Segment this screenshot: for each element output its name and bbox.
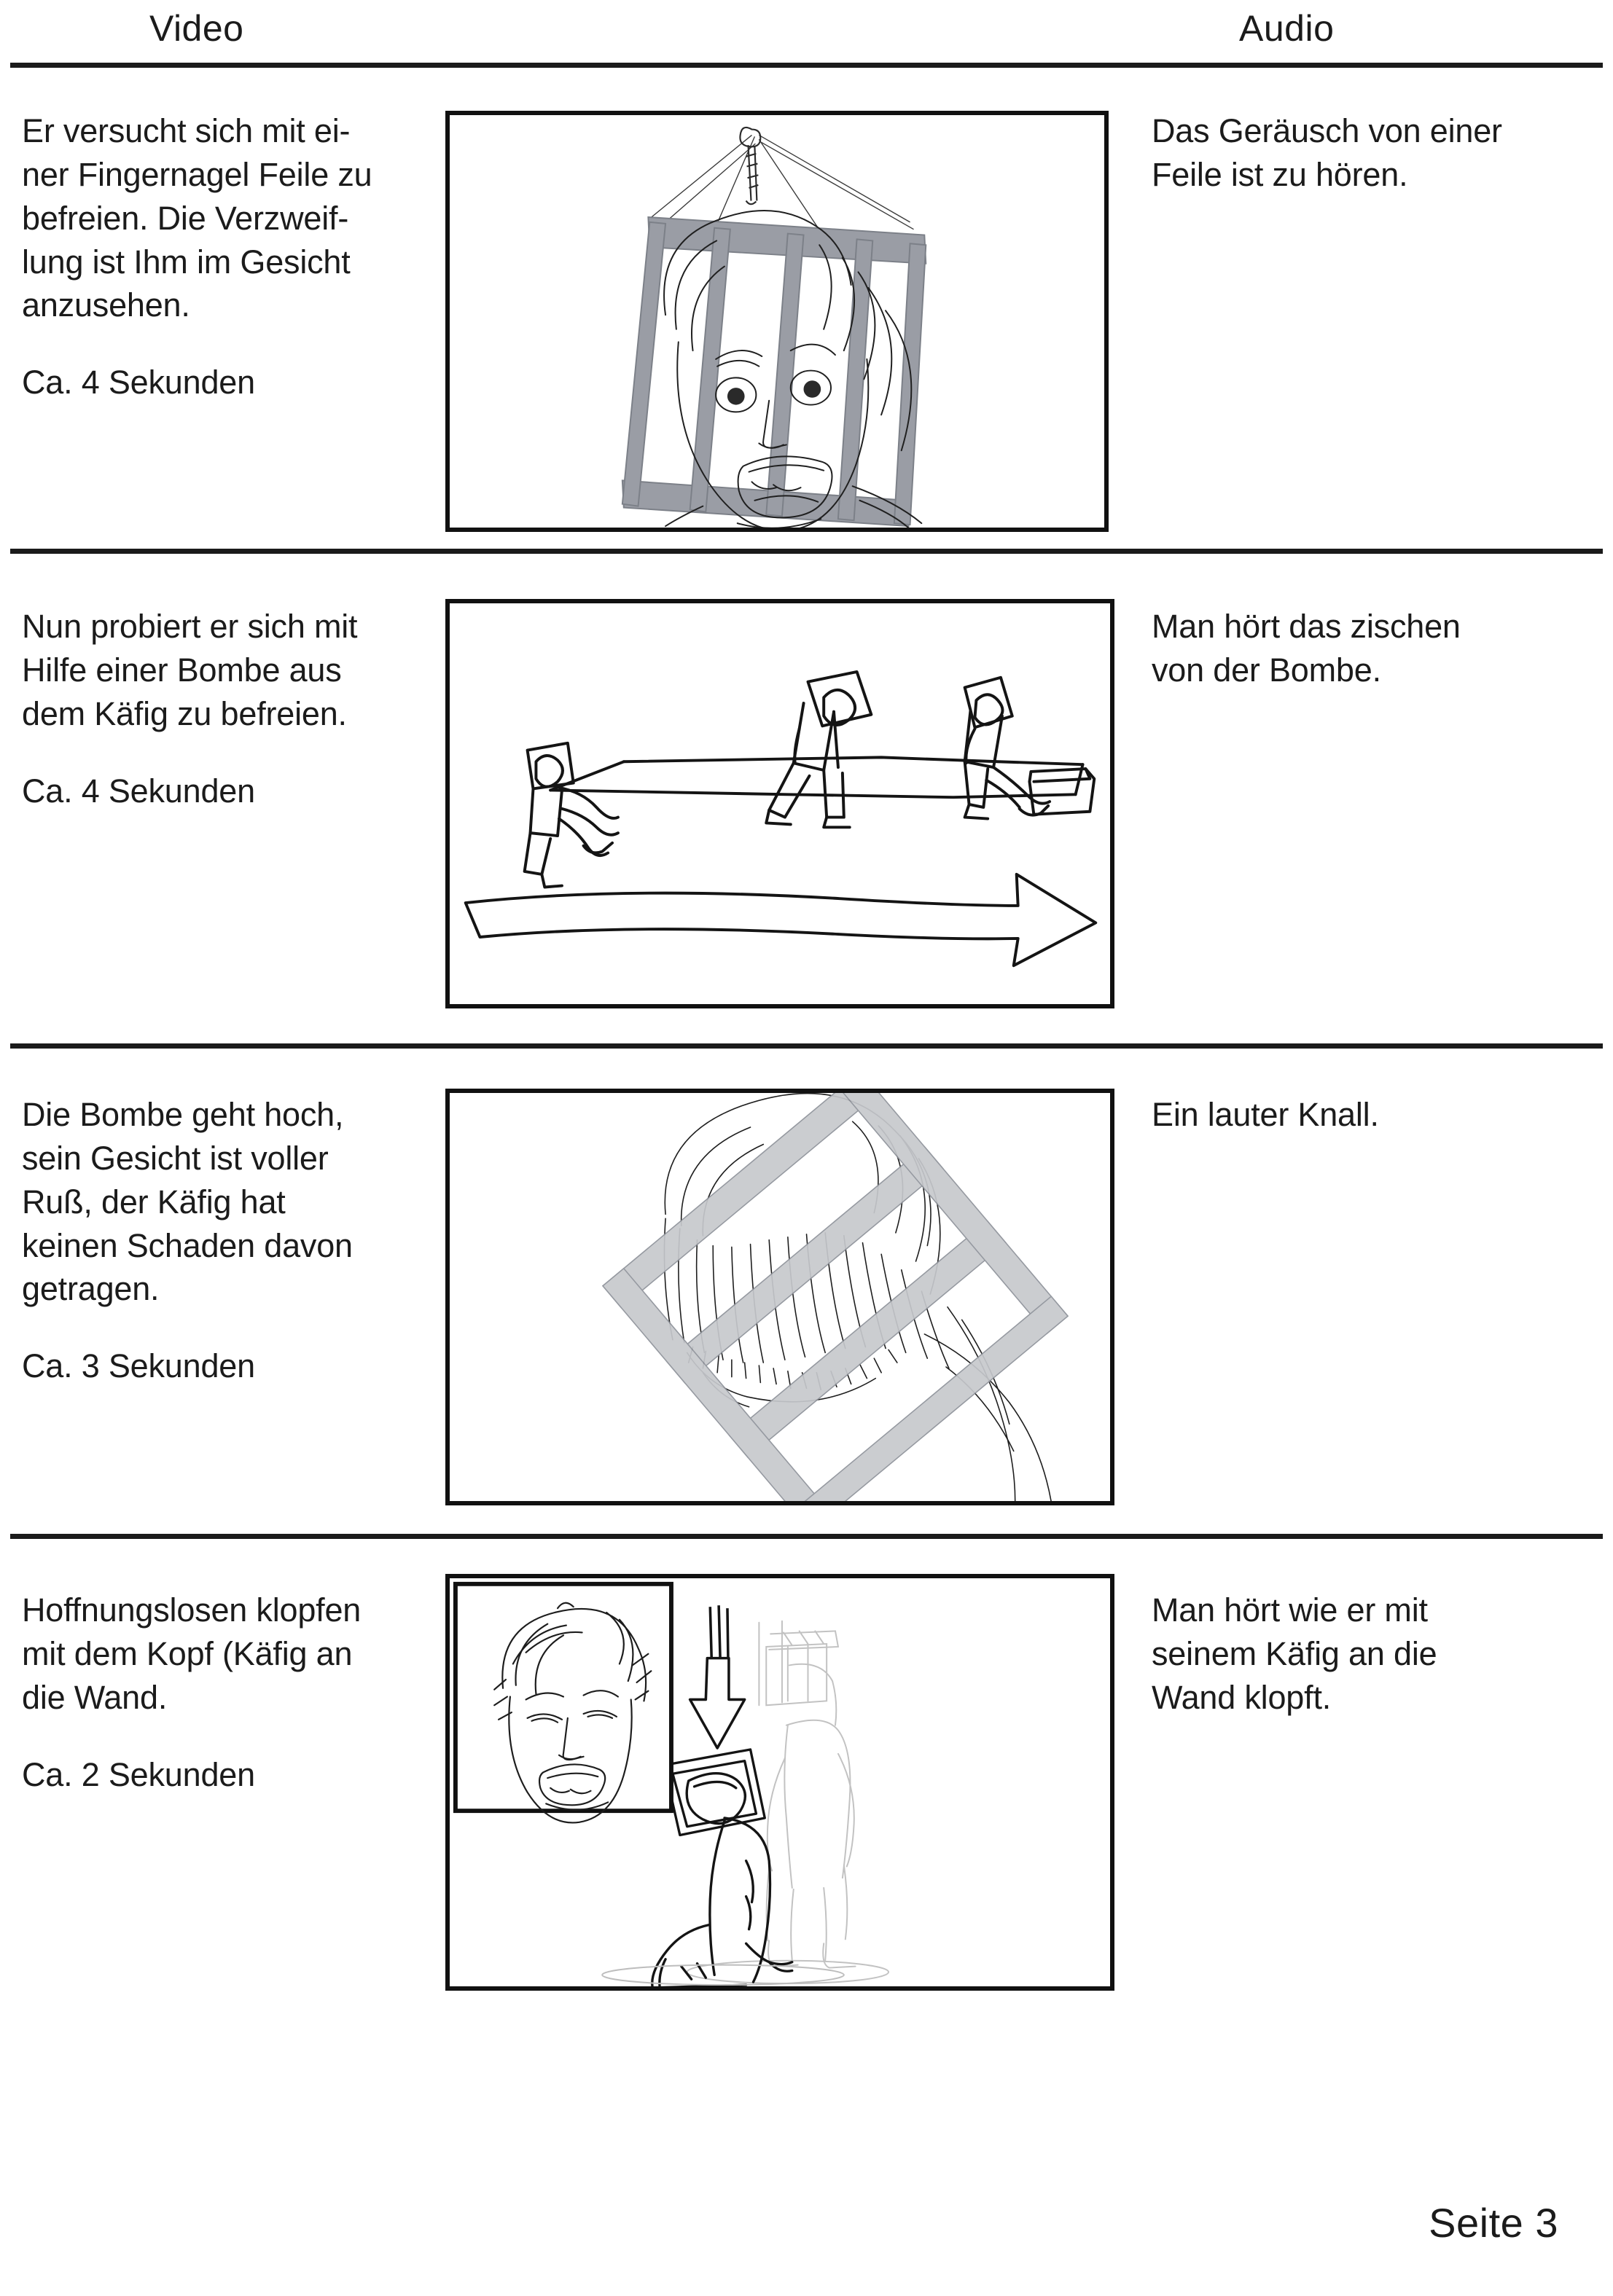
scene-row-1: Er versucht sich mit ei- ner Fingernagel… [0,87,1613,546]
scene-duration: Ca. 4 Sekunden [22,772,255,810]
scene-audio: Ein lauter Knall. [1152,1096,1379,1133]
video-text-column-2: Nun probiert er sich mit Hilfe einer Bom… [22,605,415,812]
scene-duration: Ca. 3 Sekunden [22,1347,255,1385]
video-text-column-3: Die Bombe geht hoch, sein Gesicht ist vo… [22,1093,415,1388]
page-number: Seite 3 [1429,2200,1558,2246]
scene-duration: Ca. 4 Sekunden [22,364,255,401]
row-divider-3 [10,1534,1603,1539]
figures-walking-with-arrow-sketch [464,670,1098,968]
column-header-video: Video [149,8,244,49]
row-divider-2 [10,1043,1603,1049]
scene-audio: Man hört wie er mit seinem Käfig an die … [1152,1591,1437,1716]
storyboard-frame-2 [445,599,1114,1008]
scene-duration: Ca. 2 Sekunden [22,1755,255,1793]
scene-audio: Man hört das zischen von der Bombe. [1152,608,1461,689]
audio-text-column-3: Ein lauter Knall. [1152,1093,1589,1137]
video-text-column-1: Er versucht sich mit ei- ner Fingernagel… [22,109,415,404]
storyboard-frame-4 [445,1574,1114,1991]
storyboard-frame-1 [445,111,1109,532]
man-in-cage-with-nail-file-sketch [621,126,927,528]
audio-text-column-4: Man hört wie er mit seinem Käfig an die … [1152,1588,1589,1720]
scene-row-3: Die Bombe geht hoch, sein Gesicht ist vo… [0,1071,1613,1530]
scene-row-4: Hoffnungslosen klopfen mit dem Kopf (Käf… [0,1567,1613,2011]
row-divider-1 [10,549,1603,554]
scene-description: Nun probiert er sich mit Hilfe einer Bom… [22,608,358,732]
kneeling-figure-knocking-head-on-wall-sketch [453,1581,890,1986]
audio-text-column-1: Das Geräusch von einer Feile ist zu höre… [1152,109,1589,197]
scene-description: Die Bombe geht hoch, sein Gesicht ist vo… [22,1096,353,1308]
sooty-face-behind-tilted-cage-sketch [601,1093,1069,1501]
header-divider [10,63,1603,68]
scene-description: Er versucht sich mit ei- ner Fingernagel… [22,112,372,324]
scene-description: Hoffnungslosen klopfen mit dem Kopf (Käf… [22,1591,362,1716]
audio-text-column-2: Man hört das zischen von der Bombe. [1152,605,1589,692]
page-header: Video Audio [0,0,1613,67]
scene-row-2: Nun probiert er sich mit Hilfe einer Bom… [0,583,1613,1042]
video-text-column-4: Hoffnungslosen klopfen mit dem Kopf (Käf… [22,1588,415,1796]
storyboard-frame-3 [445,1089,1114,1505]
scene-audio: Das Geräusch von einer Feile ist zu höre… [1152,112,1502,193]
column-header-audio: Audio [1239,8,1335,49]
